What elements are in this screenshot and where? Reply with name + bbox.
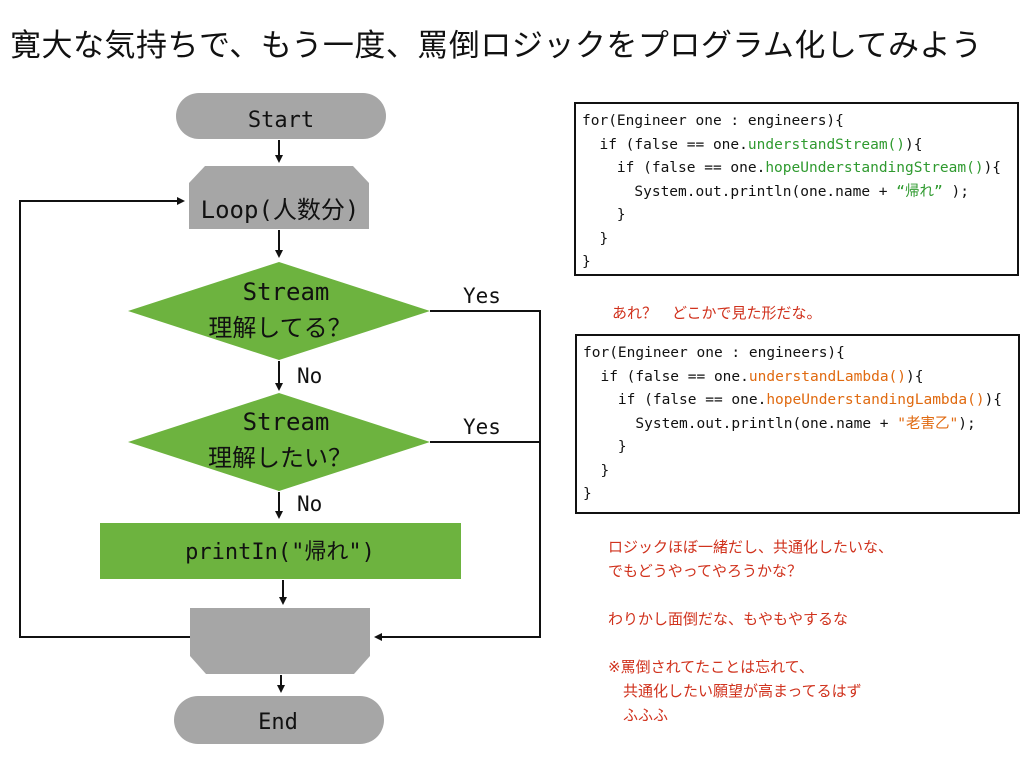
code1-line2-pre: if (false == one.	[582, 136, 748, 153]
decision2-line1: Stream	[243, 408, 330, 436]
code2-line-1: for(Engineer one : engineers){	[583, 345, 845, 361]
process-print	[100, 523, 461, 579]
end-label: End	[258, 710, 298, 735]
no-label-1: No	[297, 364, 322, 388]
code2-line3-post: ){	[984, 392, 1003, 408]
code1-line-6: }	[582, 230, 609, 247]
loop-start-node	[189, 166, 369, 229]
code2-line-5: }	[583, 439, 627, 455]
decision1-line1: Stream	[243, 278, 330, 306]
start-terminal	[176, 93, 386, 139]
code1-line-1: for(Engineer one : engineers){	[582, 113, 844, 129]
yes-label-1: Yes	[463, 284, 501, 308]
code1-line4-string: “帰れ”	[896, 183, 943, 200]
note-commonize-thoughts: ロジックほぼ一緒だし、共通化したいな、 でもどうやってやろうかな？ わりかし面倒…	[608, 538, 894, 724]
code1-line2-post: ){	[905, 136, 923, 153]
loop-end-node	[190, 608, 370, 674]
edge-decision1-yes	[430, 310, 541, 638]
code1-line-2: if (false == one.understandStream()){	[582, 134, 1017, 158]
code1-line3-method: hopeUnderstandingStream()	[765, 160, 984, 176]
decision1-line2: 理解してる？	[208, 314, 351, 342]
code2-line4-pre: System.out.println(one.name +	[583, 415, 898, 432]
code2-line-6: }	[583, 462, 610, 479]
code2-line2-post: ){	[906, 368, 924, 385]
code1-line3-post: ){	[983, 160, 1002, 176]
no-label-2: No	[297, 492, 322, 516]
code2-line-7: }	[583, 486, 592, 502]
code1-line3-pre: if (false == one.	[582, 160, 766, 176]
code2-line2-pre: if (false == one.	[583, 368, 749, 385]
note-familiar-shape: あれ？ どこかで見た形だな。	[612, 304, 822, 322]
code1-line-7: }	[582, 254, 591, 270]
end-terminal	[174, 696, 384, 744]
code2-line-4: System.out.println(one.name + "老害乙");	[583, 413, 1018, 437]
code1-line2-method: understandStream()	[747, 136, 906, 153]
code2-line3-method: hopeUnderstandingLambda()	[766, 392, 985, 408]
code2-line4-post: );	[958, 415, 976, 432]
process-label: printIn("帰れ")	[185, 540, 375, 565]
code1-line-5: }	[582, 207, 626, 223]
code1-line-3: if (false == one.hopeUnderstandingStream…	[582, 157, 1017, 181]
decision2-line2: 理解したい？	[208, 444, 352, 472]
code2-line-2: if (false == one.understandLambda()){	[583, 366, 1018, 390]
code-block-lambda: for(Engineer one : engineers){ if (false…	[575, 334, 1020, 514]
code1-line4-pre: System.out.println(one.name +	[582, 183, 897, 200]
code1-line-4: System.out.println(one.name + “帰れ” );	[582, 181, 1017, 205]
yes-label-2: Yes	[463, 415, 501, 439]
decision-understand-stream	[128, 262, 430, 360]
edge-loop-back	[19, 197, 190, 638]
code1-line4-post: );	[942, 183, 969, 200]
loop-label: Loop(人数分)	[201, 196, 360, 224]
code2-line3-pre: if (false == one.	[583, 392, 767, 408]
slide-title: 寛大な気持ちで、もう一度、罵倒ロジックをプログラム化してみよう	[10, 28, 983, 64]
code2-line2-method: understandLambda()	[748, 368, 907, 385]
start-label: Start	[248, 108, 314, 133]
decision-hope-understand-stream	[128, 393, 430, 491]
code-block-stream: for(Engineer one : engineers){ if (false…	[574, 102, 1019, 276]
code2-line4-string: "老害乙"	[897, 415, 959, 432]
code2-line-3: if (false == one.hopeUnderstandingLambda…	[583, 389, 1018, 413]
